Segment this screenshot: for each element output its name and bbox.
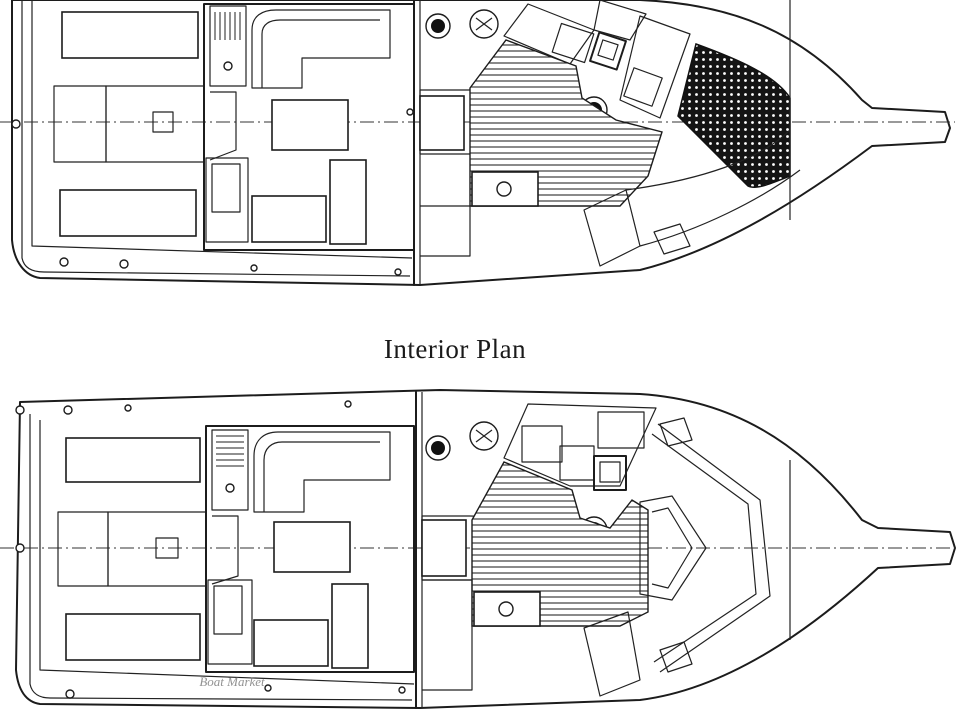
top-engine-hatch	[53, 85, 107, 163]
interior-plan	[0, 389, 956, 709]
top-sink-unit	[209, 5, 247, 87]
bottom-companionway-step	[421, 519, 467, 577]
bottom-cockpit-seat-aft-lower	[65, 613, 201, 661]
watermark: Boat Market	[199, 674, 265, 689]
bottom-lower-seat-b	[331, 583, 369, 669]
top-hatch-latch	[152, 111, 174, 133]
top-cockpit-seat-aft-lower	[59, 189, 197, 237]
top-stove	[589, 31, 627, 71]
plan-title: Interior Plan	[384, 334, 526, 364]
bottom-cockpit-seat-aft-upper	[65, 437, 201, 483]
bottom-teak-sole	[471, 461, 649, 627]
top-cockpit-seat-aft-upper	[61, 11, 199, 59]
bottom-hull-outline	[15, 389, 956, 709]
bottom-vberth	[639, 495, 707, 601]
top-lounge-seat	[251, 9, 391, 89]
bottom-hatch-latch	[155, 537, 179, 559]
top-table	[271, 99, 349, 151]
top-companionway-step	[419, 95, 465, 151]
bottom-galley-counter	[503, 403, 657, 487]
top-hull-outline	[11, 0, 951, 286]
bottom-engine-hatch	[57, 511, 109, 587]
top-lower-seat-a	[251, 195, 327, 243]
bottom-helm-seat	[207, 579, 253, 665]
top-vberth-mesh	[677, 43, 791, 188]
bottom-lounge-seat	[253, 431, 391, 513]
top-teak-sole	[469, 39, 663, 207]
bottom-table	[273, 521, 351, 573]
top-lower-seat-b	[329, 159, 367, 245]
bottom-sink-unit	[211, 429, 249, 511]
top-helm-seat	[205, 157, 249, 243]
top-deck-plan	[0, 0, 955, 286]
bottom-lower-seat-a	[253, 619, 329, 667]
bottom-stove	[593, 455, 627, 491]
